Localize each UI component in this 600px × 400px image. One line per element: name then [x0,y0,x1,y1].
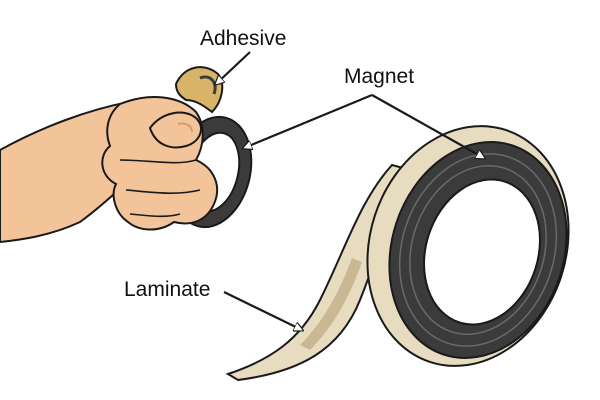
adhesive-flap-edge [199,75,217,95]
tape-roll [225,125,570,382]
laminate-label: Laminate [124,278,211,301]
finger-crease [125,189,201,194]
magnet-label: Magnet [344,65,415,88]
hand-with-tape [0,66,253,244]
adhesive-label: Adhesive [200,27,287,50]
arrows [216,51,484,330]
roll-layer-line [409,164,547,336]
palm [101,96,219,231]
laminate-strip-shade [300,258,362,350]
adhesive-arrow [216,51,251,84]
finger-crease [129,213,181,218]
magnet-arrow-right [371,94,484,158]
finger-crease [119,159,197,164]
roll-core [423,178,541,326]
magnet-arrow-left [244,93,373,148]
laminate-arrow [223,291,302,330]
thumbnail [177,122,193,133]
roll-layer-line [398,153,558,347]
thumb [148,111,202,149]
